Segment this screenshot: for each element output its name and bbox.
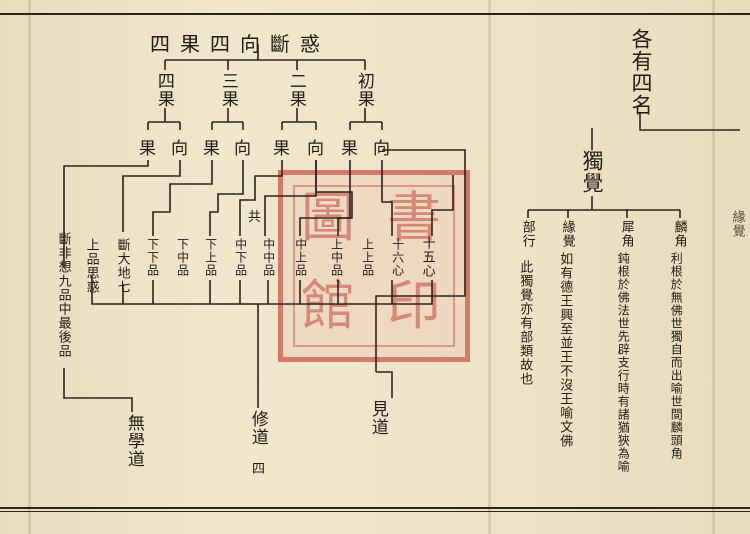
node-wuxue: 無學道 [123,414,144,468]
path-3-fruit: 果 [203,139,220,159]
node-xz: 下中品 [175,238,190,277]
right-title: 各有四名 [629,28,654,116]
node-xiu-num: 四 [252,462,266,477]
fruit-4: 四果 [153,72,174,108]
fruit-1: 初果 [353,72,374,108]
seal-inner-frame [293,185,455,347]
node-zz: 中中品 [261,238,276,277]
path-3-dir: 向 [234,139,251,159]
node-zx: 中下品 [233,238,248,277]
path-2-dir: 向 [307,139,324,159]
path-1-dir: 向 [373,139,390,159]
page-crease [28,0,31,534]
fruit-2: 二果 [285,72,306,108]
fruit-3: 三果 [217,72,238,108]
top-border [0,13,750,15]
col-text-2: 鈍根於佛法世先辟支行時有諸猶狹為喻 [616,252,631,473]
node-shi: 十五心 [419,236,435,278]
node-qi: 斷大地七 [114,238,130,294]
bottom-border-thin [0,511,750,512]
col-text-1: 利根於無佛世獨自而出喻世間麟頭角 [669,252,684,460]
page-crease [488,0,491,534]
edge-text: 緣覺 [729,210,745,238]
node-fei: 斷非想九品中最後品 [55,232,71,358]
node-xx: 下下品 [145,238,160,277]
col-name-4: 部行 [519,220,535,248]
seal-char: 館 [301,274,355,337]
node-sx: 上中品 [329,238,344,277]
node-jian: 見道 [367,400,388,436]
node-sl: 十六心 [390,238,405,277]
col-text-3: 如有德王興至並王不沒王喻文佛 [557,252,573,448]
right-center: 獨覺 [580,150,605,194]
node-jing: 共 [248,210,262,225]
path-1-fruit: 果 [341,139,358,159]
page-crease [712,0,715,534]
col-name-2: 犀角 [618,220,634,248]
node-ss: 上上品 [360,238,375,277]
bottom-border [0,507,750,509]
path-2-fruit: 果 [273,139,290,159]
node-xs: 下上品 [203,238,218,277]
heading-line: 四果四向斷惑 [150,32,330,56]
path-4-dir: 向 [171,139,188,159]
col-name-3: 緣覺 [559,220,575,248]
col-text-4: 此獨覺亦有部類故也 [517,260,533,386]
col-name-1: 麟角 [671,220,687,248]
path-4-fruit: 果 [139,139,156,159]
node-shipin: 上品思惑 [83,238,99,294]
node-xiu: 修道 [247,410,268,446]
node-zs: 中上品 [293,238,308,277]
